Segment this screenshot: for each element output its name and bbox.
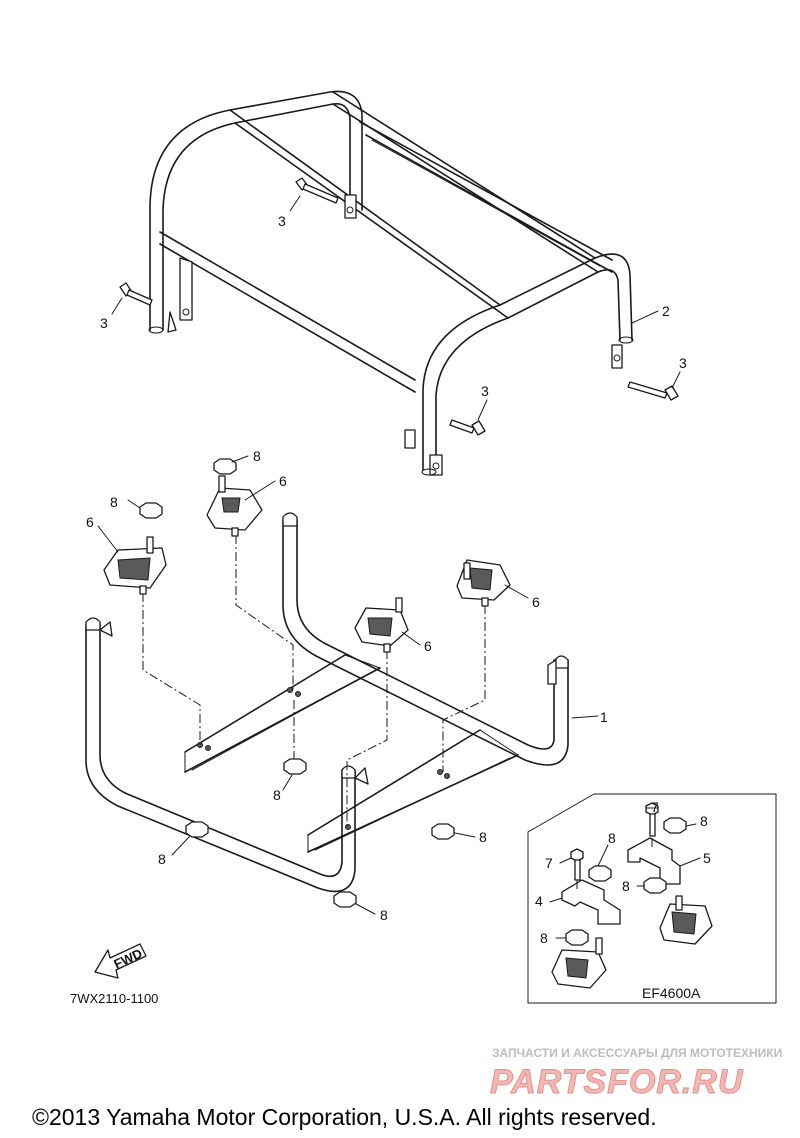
inset-callout-8c: 8	[608, 830, 616, 846]
callout-8e: 8	[479, 829, 487, 845]
nut-group	[139, 458, 455, 908]
callout-8a: 8	[253, 448, 261, 464]
bolt-group-upper	[119, 177, 679, 436]
upper-frame-assembly	[148, 90, 634, 476]
watermark: ЗАПЧАСТИ И АКСЕССУАРЫ ДЛЯ МОТОТЕХНИКИ PA…	[490, 1046, 783, 1102]
lower-frame-assembly	[85, 512, 569, 893]
rubber-mount-3	[354, 597, 409, 653]
callout-8d: 8	[158, 851, 166, 867]
watermark-tagline: ЗАПЧАСТИ И АКСЕССУАРЫ ДЛЯ МОТОТЕХНИКИ	[492, 1046, 782, 1060]
callout-3a: 3	[278, 213, 286, 229]
callout-6c: 6	[532, 594, 540, 610]
callout-6d: 6	[424, 638, 432, 654]
fwd-arrow-label: FWD	[111, 946, 144, 972]
callout-3b: 3	[100, 315, 108, 331]
callout-3d: 3	[481, 383, 489, 399]
inset-callout-7a: 7	[651, 799, 659, 815]
diagram-code: 7WX2110-1100	[70, 991, 158, 1006]
fwd-arrow: FWD	[94, 943, 147, 979]
inset-callout-8a: 8	[700, 813, 708, 829]
rubber-mount-group	[103, 475, 511, 653]
inset-callout-8b: 8	[622, 878, 630, 894]
callout-labels: 3 3 3 3 2 8 8 6 6 6 6 1 8 8 8 8	[86, 213, 687, 923]
callout-6a: 6	[279, 473, 287, 489]
callout-2: 2	[662, 303, 670, 319]
inset-callout-4: 4	[535, 893, 543, 909]
callout-8c: 8	[273, 787, 281, 803]
inset-model-code: EF4600A	[642, 985, 701, 1001]
inset-callout-5: 5	[703, 850, 711, 866]
rubber-mount-1	[103, 536, 167, 595]
inset-callout-8d: 8	[540, 930, 548, 946]
leader-lines	[97, 195, 681, 915]
callout-6b: 6	[86, 514, 94, 530]
rubber-mount-4	[456, 559, 511, 607]
watermark-brand: PARTSFOR.RU	[490, 1063, 744, 1101]
rubber-mount-2	[206, 475, 263, 537]
callout-8b: 8	[110, 494, 118, 510]
callout-1: 1	[600, 709, 608, 725]
inset-panel: 7 8 5 8 7 8 4 8 EF4600A	[527, 793, 777, 1004]
inset-callout-7b: 7	[545, 855, 553, 871]
copyright-notice: ©2013 Yamaha Motor Corporation, U.S.A. A…	[32, 1104, 657, 1130]
alignment-lines	[142, 535, 486, 827]
callout-3c: 3	[679, 355, 687, 371]
callout-8f: 8	[380, 907, 388, 923]
